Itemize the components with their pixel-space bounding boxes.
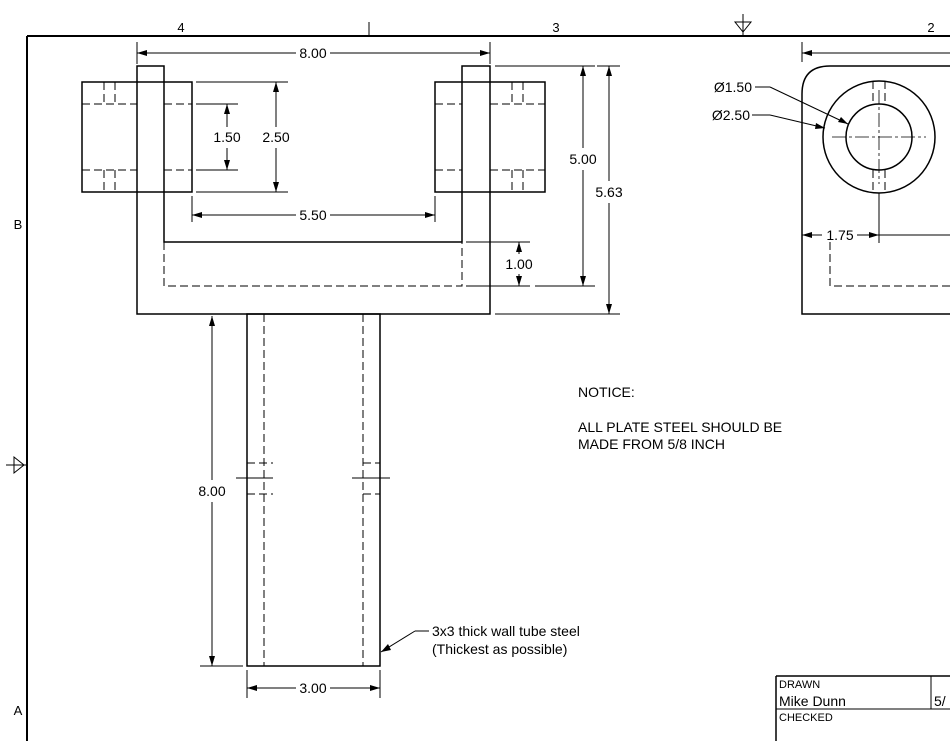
tube-callout-line1: 3x3 thick wall tube steel [432,623,580,639]
tb-checked-label: CHECKED [779,712,833,724]
zone-row-b: B [14,217,23,232]
dim-overall-width-label: 8.00 [299,45,326,61]
notice-line2: MADE FROM 5/8 INCH [578,436,725,452]
dim-hole-offset-label: 1.75 [826,227,853,243]
tube-callout: 3x3 thick wall tube steel (Thickest as p… [380,623,580,657]
dim-ear-hole: 1.50 [196,103,241,171]
dim-tube-length-label: 8.00 [198,483,225,499]
dim-hole-inner-dia-label: Ø1.50 [714,79,752,95]
notice-block: NOTICE: ALL PLATE STEEL SHOULD BE MADE F… [578,384,782,452]
dim-tube-width: 3.00 [246,670,381,698]
dim-overall-height-label: 5.63 [595,184,622,200]
dim-ear-height: 2.50 [196,81,290,193]
tb-drawn-name: Mike Dunn [779,693,846,709]
side-plate-outline [801,65,950,315]
zone-labels: 4 3 2 B A [14,20,935,718]
dim-hole-offset: 1.75 [802,227,950,243]
bottom-plate-hidden [163,242,463,287]
dim-overall-height: 5.63 [495,65,623,315]
side-view [801,65,950,315]
dim-overall-width: 8.00 [136,42,491,64]
sheet-border [26,22,950,741]
right-ear-boss [434,81,546,193]
zone-row-a: A [14,703,23,718]
title-block: DRAWN Mike Dunn 5/ CHECKED [775,675,950,741]
zone-col-4: 4 [177,20,184,35]
tb-drawn-date: 5/ [934,693,946,709]
dim-side-top [801,42,950,62]
tube-callout-line2: (Thickest as possible) [432,641,567,657]
centering-mark-left [6,455,27,475]
dim-ear-height-label: 2.50 [262,129,289,145]
dim-inner-height-label: 5.00 [569,151,596,167]
notice-line1: ALL PLATE STEEL SHOULD BE [578,419,782,435]
u-plate-outline [136,65,491,315]
dim-plate-thickness-label: 1.00 [505,256,532,272]
notice-title: NOTICE: [578,384,635,400]
left-ear-boss [81,81,193,193]
square-tube [246,313,381,667]
dim-inner-gap: 5.50 [191,196,436,223]
dim-inner-gap-label: 5.50 [299,207,326,223]
dim-hole-outer-dia: Ø2.50 [712,107,826,129]
dim-tube-width-label: 3.00 [299,680,326,696]
dim-plate-thickness: 1.00 [466,241,533,287]
zone-col-2: 2 [927,20,934,35]
centering-mark-top [733,14,753,36]
dim-hole-outer-dia-label: Ø2.50 [712,107,750,123]
dim-tube-length: 8.00 [198,316,243,667]
zone-col-3: 3 [552,20,559,35]
dim-inner-height: 5.00 [495,65,597,287]
dim-hole-inner-dia: Ø1.50 [714,79,849,125]
tb-drawn-label: DRAWN [779,679,820,691]
front-view [81,65,546,667]
dim-ear-hole-label: 1.50 [213,129,240,145]
